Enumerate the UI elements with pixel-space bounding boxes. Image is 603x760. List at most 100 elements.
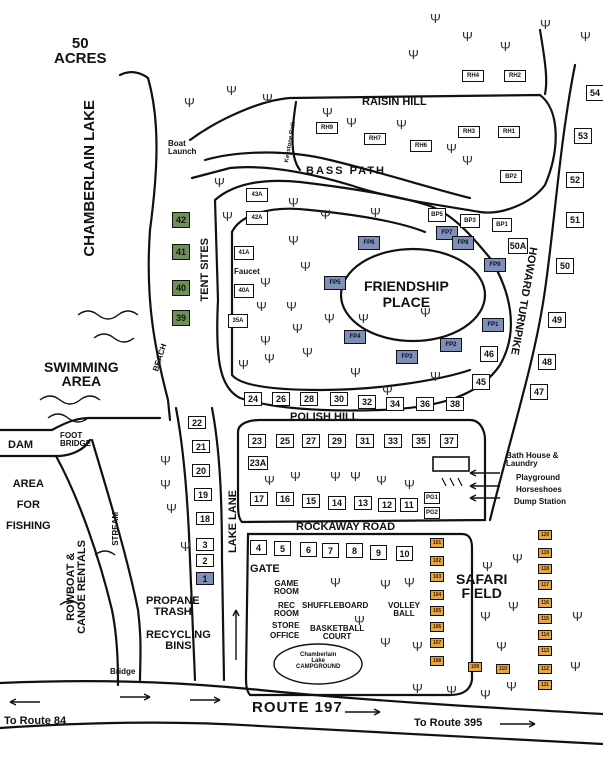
campsite-8: 8 bbox=[346, 543, 363, 558]
campsite-9: 9 bbox=[370, 545, 387, 560]
tree-icon: Ψ bbox=[300, 259, 311, 274]
tent-sites-label: TENT SITES bbox=[199, 238, 211, 302]
campsite-102: 102 bbox=[430, 556, 444, 566]
tree-icon: Ψ bbox=[382, 383, 393, 398]
tree-icon: Ψ bbox=[160, 453, 171, 468]
tree-icon: Ψ bbox=[404, 575, 415, 590]
campsite-3: 3 bbox=[196, 538, 214, 551]
tree-icon: Ψ bbox=[572, 609, 583, 624]
tree-icon: Ψ bbox=[288, 233, 299, 248]
campsite-35a: 35A bbox=[228, 314, 248, 328]
campsite-rh6: RH6 bbox=[410, 140, 432, 152]
campsite-35: 35 bbox=[412, 434, 430, 448]
campsite-10: 10 bbox=[396, 546, 413, 561]
tree-icon: Ψ bbox=[260, 275, 271, 290]
tree-icon: Ψ bbox=[262, 91, 273, 106]
tree-icon: Ψ bbox=[214, 175, 225, 190]
tree-icon: Ψ bbox=[354, 613, 365, 628]
faucet-label: Faucet bbox=[234, 267, 260, 276]
campsite-108: 108 bbox=[430, 656, 444, 666]
tree-icon: Ψ bbox=[420, 305, 431, 320]
tree-icon: Ψ bbox=[264, 351, 275, 366]
campsite-fp2: FP2 bbox=[440, 338, 462, 352]
store-label: STORE bbox=[272, 621, 300, 630]
tree-icon: Ψ bbox=[430, 11, 441, 26]
tree-icon: Ψ bbox=[320, 207, 331, 222]
campsite-110: 110 bbox=[496, 664, 510, 674]
campsite-115: 115 bbox=[538, 614, 552, 624]
campground-logo: Chamberlain Lake CAMPGROUND bbox=[296, 652, 341, 670]
tree-icon: Ψ bbox=[396, 117, 407, 132]
dump-station-label: Dump Station bbox=[514, 497, 566, 506]
tree-icon: Ψ bbox=[480, 687, 491, 702]
tree-icon: Ψ bbox=[180, 539, 191, 554]
campsite-48: 48 bbox=[538, 354, 556, 370]
campsite-23a: 23A bbox=[248, 456, 268, 470]
campsite-fp5: FP5 bbox=[324, 276, 346, 290]
tree-icon: Ψ bbox=[412, 639, 423, 654]
safari-field-label: SAFARI FIELD bbox=[456, 571, 508, 601]
to-route-84-label: To Route 84 bbox=[4, 715, 67, 727]
campsite-47: 47 bbox=[530, 384, 548, 400]
campsite-39: 39 bbox=[172, 310, 190, 326]
campsite-7: 7 bbox=[322, 543, 339, 558]
campsite-fp9: FP9 bbox=[484, 258, 506, 272]
campsite-116: 116 bbox=[538, 598, 552, 608]
campsite-112: 112 bbox=[538, 664, 552, 674]
tree-icon: Ψ bbox=[330, 469, 341, 484]
rec-room-label: REC ROOM bbox=[274, 601, 299, 618]
campsite-120: 120 bbox=[538, 530, 552, 540]
fishing-label: AREA FOR FISHING bbox=[6, 478, 51, 532]
campsite-rh7: RH7 bbox=[364, 133, 386, 145]
campsite-1: 1 bbox=[196, 572, 214, 585]
campsite-24: 24 bbox=[244, 392, 262, 406]
recycling-label: RECYCLING BINS bbox=[146, 629, 211, 652]
gate-label: GATE bbox=[250, 563, 280, 575]
campsite-rh1: RH1 bbox=[498, 126, 520, 138]
tree-icon: Ψ bbox=[350, 469, 361, 484]
tree-icon: Ψ bbox=[462, 153, 473, 168]
tree-icon: Ψ bbox=[430, 369, 441, 384]
tree-icon: Ψ bbox=[570, 659, 581, 674]
bridge-label: Bridge bbox=[110, 667, 136, 676]
campsite-12: 12 bbox=[378, 498, 396, 512]
campsite-fp8: FP8 bbox=[452, 236, 474, 250]
tree-icon: Ψ bbox=[346, 115, 357, 130]
campsite-bp1: BP1 bbox=[492, 218, 512, 232]
tree-icon: Ψ bbox=[580, 29, 591, 44]
tree-icon: Ψ bbox=[160, 477, 171, 492]
campsite-50: 50 bbox=[556, 258, 574, 274]
horseshoes-label: Horseshoes bbox=[516, 485, 562, 494]
tree-icon: Ψ bbox=[380, 635, 391, 650]
office-label: OFFICE bbox=[270, 631, 300, 640]
campsite-19: 19 bbox=[194, 488, 212, 501]
campsite-119: 119 bbox=[538, 548, 552, 558]
tree-icon: Ψ bbox=[446, 141, 457, 156]
campsite-27: 27 bbox=[302, 434, 320, 448]
tree-icon: Ψ bbox=[350, 365, 361, 380]
campsite-6: 6 bbox=[300, 542, 317, 557]
campsite-117: 117 bbox=[538, 580, 552, 590]
tree-icon: Ψ bbox=[506, 679, 517, 694]
tree-icon: Ψ bbox=[480, 609, 491, 624]
campsite-118: 118 bbox=[538, 564, 552, 574]
bath-house-label: Bath House & Laundry bbox=[506, 451, 559, 468]
campsite-114: 114 bbox=[538, 630, 552, 640]
friendship-place-label: FRIENDSHIP PLACE bbox=[364, 278, 449, 311]
campsite-50a: 50A bbox=[508, 238, 528, 254]
tree-icon: Ψ bbox=[358, 311, 369, 326]
campsite-41: 41 bbox=[172, 244, 190, 260]
campsite-bp2: BP2 bbox=[500, 170, 522, 183]
tree-icon: Ψ bbox=[462, 29, 473, 44]
tree-icon: Ψ bbox=[482, 559, 493, 574]
playground-label: Playground bbox=[516, 473, 561, 482]
to-route-395-label: To Route 395 bbox=[414, 717, 483, 729]
campsite-25: 25 bbox=[276, 434, 294, 448]
shuffleboard-label: SHUFFLEBOARD bbox=[302, 601, 369, 610]
campsite-49: 49 bbox=[548, 312, 566, 328]
campsite-54: 54 bbox=[586, 85, 603, 101]
campsite-26: 26 bbox=[272, 392, 290, 406]
campsite-43a: 43A bbox=[246, 188, 268, 202]
tree-icon: Ψ bbox=[322, 105, 333, 120]
